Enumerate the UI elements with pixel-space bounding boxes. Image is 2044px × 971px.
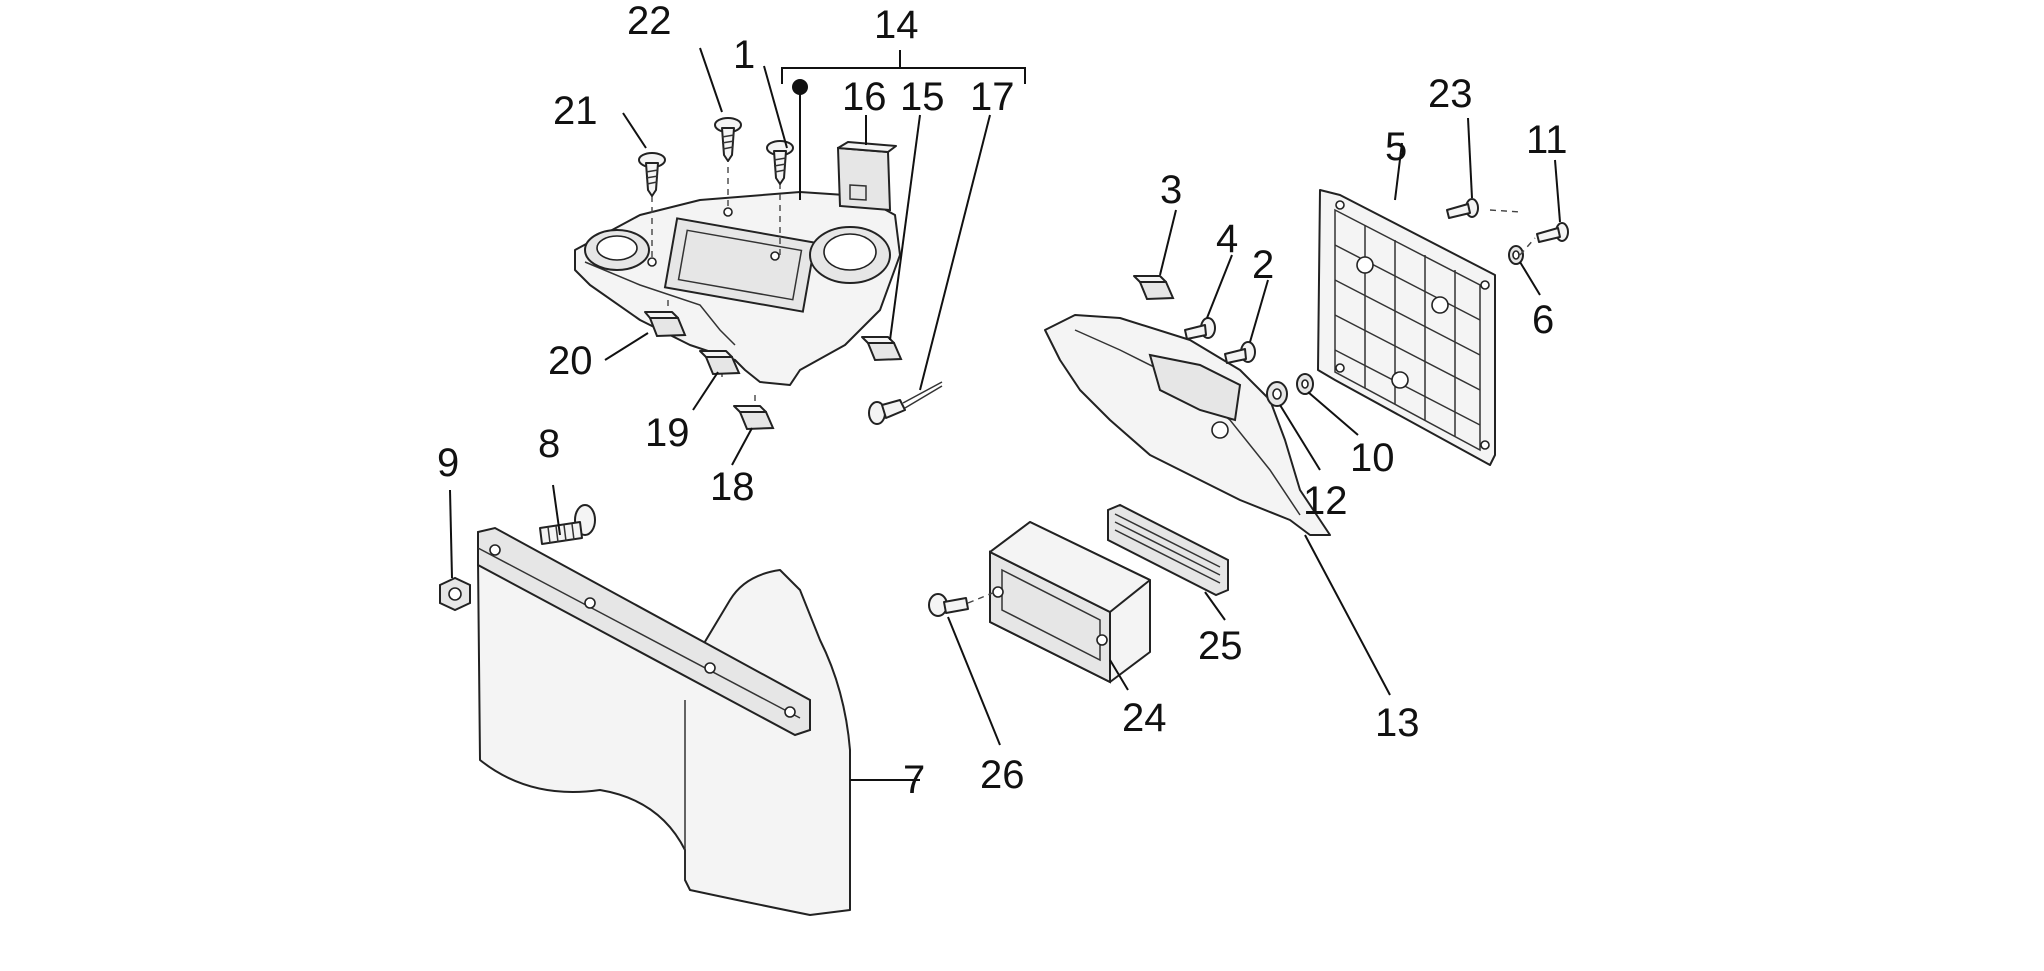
- clip-nut-18: [733, 405, 775, 431]
- callout-labels: 1 2 3 4 5 6 7 8 9 10 11 12 13 14 15 16 1…: [437, 0, 1568, 802]
- leader-lines: [449, 47, 1561, 781]
- washer-10: [1296, 373, 1314, 395]
- screw-26: [928, 593, 969, 617]
- callout-16: 16: [842, 75, 887, 119]
- clip-nut-15: [861, 336, 903, 362]
- callout-22: 22: [627, 0, 672, 43]
- callout-17: 17: [970, 75, 1015, 119]
- screw-11: [1536, 222, 1569, 243]
- screw-23: [1446, 198, 1479, 219]
- callout-5: 5: [1385, 125, 1407, 169]
- callout-21: 21: [553, 89, 598, 133]
- callout-25: 25: [1198, 624, 1243, 668]
- clip-nut-3: [1133, 275, 1175, 301]
- clip-nut-19: [699, 350, 741, 376]
- callout-20: 20: [548, 339, 593, 383]
- callout-15: 15: [900, 75, 945, 119]
- callout-1: 1: [733, 33, 755, 77]
- callout-7: 7: [903, 758, 925, 802]
- screw-21: [638, 152, 666, 197]
- callout-6: 6: [1532, 298, 1554, 342]
- callout-14: 14: [874, 3, 919, 47]
- callout-2: 2: [1252, 243, 1274, 287]
- callout-24: 24: [1122, 696, 1167, 740]
- bolt-8: [539, 504, 596, 545]
- rear-guard-13: [1044, 314, 1331, 536]
- module-16: [836, 141, 897, 212]
- mudflap-bracket: [477, 526, 811, 737]
- mudflap-7: [477, 559, 851, 916]
- light-housing-24: [989, 521, 1151, 684]
- lens-25: [1107, 503, 1229, 597]
- callout-9: 9: [437, 441, 459, 485]
- washer-12: [1266, 381, 1288, 407]
- screw-22: [714, 117, 742, 162]
- upper-tray-assembly: [574, 191, 901, 386]
- callout-19: 19: [645, 411, 690, 455]
- callout-3: 3: [1160, 168, 1182, 212]
- screw-1: [766, 140, 794, 185]
- callout-8: 8: [538, 422, 560, 466]
- callout-10: 10: [1350, 436, 1395, 480]
- nut-9: [439, 576, 471, 612]
- callout-11: 11: [1526, 118, 1568, 162]
- plate-holder-5: [1317, 189, 1496, 466]
- callout-13: 13: [1375, 701, 1420, 745]
- rivet-17: [868, 381, 943, 425]
- bracket-dot: [792, 79, 808, 95]
- callout-12: 12: [1303, 479, 1348, 523]
- washer-6: [1508, 245, 1524, 265]
- clip-nut-20: [644, 311, 687, 338]
- callout-18: 18: [710, 465, 755, 509]
- screw-4: [1184, 317, 1216, 340]
- callout-23: 23: [1428, 72, 1473, 116]
- screw-2: [1224, 341, 1256, 364]
- callout-26: 26: [980, 753, 1025, 797]
- callout-4: 4: [1216, 217, 1238, 261]
